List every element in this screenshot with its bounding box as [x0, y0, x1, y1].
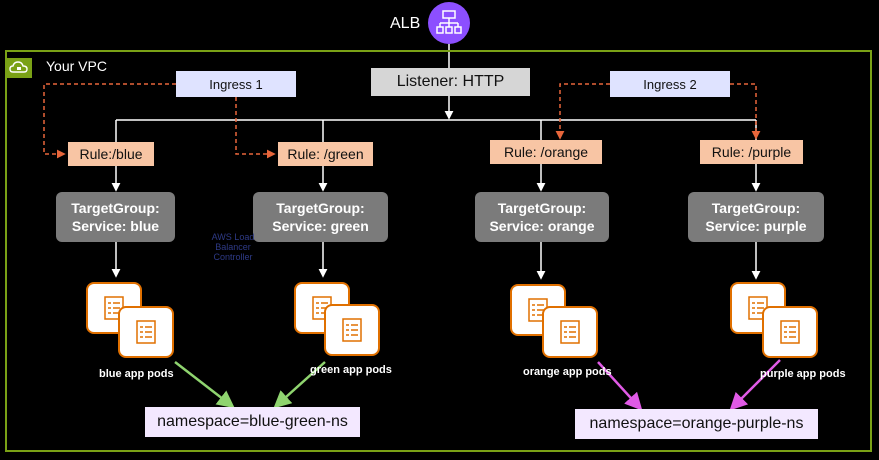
purple-pods-label: purple app pods	[760, 368, 846, 380]
green-pods-label: green app pods	[310, 364, 392, 376]
tg-purple-line1: TargetGroup:	[711, 200, 801, 216]
tg-orange-line2: Service: orange	[489, 218, 595, 234]
tg-orange-line1: TargetGroup:	[497, 200, 587, 216]
purple-pods-to-ns	[729, 359, 781, 411]
ingress-2-box: Ingress 2	[610, 71, 730, 97]
rule-blue: Rule:/blue	[68, 142, 154, 166]
vpc-cloud-icon	[6, 58, 32, 78]
rule-orange: Rule: /orange	[490, 140, 602, 164]
vpc-label: Your VPC	[46, 58, 107, 74]
tg-blue-line2: Service: blue	[71, 218, 160, 234]
vpc-frame	[5, 50, 872, 452]
orange-pods-label: orange app pods	[523, 366, 612, 378]
ingress1-to-rule-blue	[43, 83, 176, 159]
pod-list-icon	[342, 318, 362, 342]
tg-purple-line2: Service: purple	[705, 218, 807, 234]
pod-green-front	[324, 304, 380, 356]
pod-orange-front	[542, 306, 598, 358]
ingress-1-box: Ingress 1	[176, 71, 296, 97]
aws-lb-controller-faint-text: AWS Load Balancer Controller	[211, 232, 255, 262]
tg-blue-line1: TargetGroup:	[71, 200, 160, 216]
blue-pods-to-ns	[174, 361, 235, 409]
tg-green-line2: Service: green	[272, 218, 369, 234]
pod-list-icon	[780, 320, 800, 344]
target-group-orange: TargetGroup: Service: orange	[475, 192, 609, 242]
pod-list-icon	[136, 320, 156, 344]
pod-list-icon	[560, 320, 580, 344]
tg-green-line1: TargetGroup:	[276, 200, 365, 216]
orange-pods-to-ns	[597, 361, 643, 411]
target-group-green: TargetGroup: Service: green	[253, 192, 388, 242]
ingress2-to-rule-orange	[555, 83, 610, 140]
pod-blue-front	[118, 306, 174, 358]
alb-icon	[428, 2, 470, 44]
namespace-blue-green: namespace=blue-green-ns	[145, 407, 360, 437]
namespace-orange-purple: namespace=orange-purple-ns	[575, 409, 818, 439]
alb-label: ALB	[390, 15, 421, 32]
rule-purple: Rule: /purple	[700, 140, 803, 164]
pod-purple-front	[762, 306, 818, 358]
green-pods-to-ns	[273, 361, 326, 409]
ingress2-to-rule-purple	[730, 83, 761, 140]
ingress1-to-rule-green	[235, 97, 276, 159]
blue-pods-label: blue app pods	[99, 368, 174, 380]
target-group-purple: TargetGroup: Service: purple	[688, 192, 824, 242]
listener-box: Listener: HTTP	[371, 68, 530, 96]
rule-green: Rule: /green	[278, 142, 373, 166]
target-group-blue: TargetGroup: Service: blue	[56, 192, 175, 242]
